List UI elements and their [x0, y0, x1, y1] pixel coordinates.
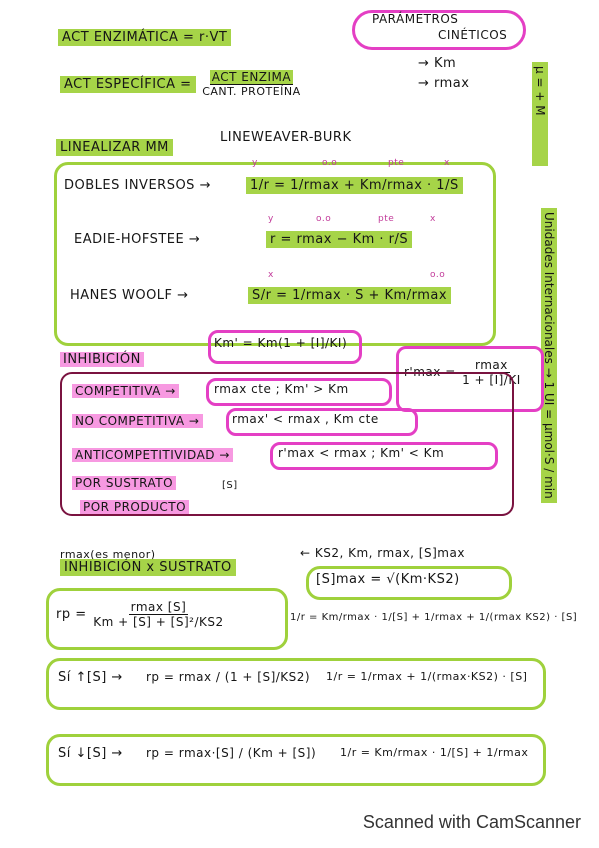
hanes-woolf: HANES WOOLF → [70, 288, 189, 303]
parametros-title-1: PARÁMETROS [372, 12, 459, 26]
low-s-rp: rp = rmax·[S] / (Km + [S]) [146, 746, 317, 760]
label-y-2: y [268, 214, 274, 224]
inhibicion-box [60, 372, 514, 516]
inhibicion-title: INHIBICIÓN [60, 352, 144, 367]
lineweaver-label: LINEWEAVER-BURK [220, 130, 352, 145]
eadie-eq: r = rmax − Km · r/S [266, 231, 413, 248]
parametros-title-2: CINÉTICOS [438, 28, 508, 42]
dobles-inversos: DOBLES INVERSOS → [64, 178, 211, 193]
smax-eq: [S]max = √(Km·KS2) [316, 572, 460, 587]
por-sustrato: POR SUSTRATO [72, 476, 177, 490]
inverse-eq: 1/r = Km/rmax · 1/[S] + 1/rmax + 1/(rmax… [290, 612, 578, 623]
linealizar-box [54, 162, 496, 346]
rmax-prime-box [396, 346, 544, 412]
no-competitiva-box [226, 408, 418, 436]
low-s-label: Sí ↓[S] → [58, 746, 123, 761]
rp-box [46, 588, 288, 650]
no-competitiva: NO COMPETITIVA → [72, 414, 203, 428]
no-competitiva-eq: rmax' < rmax , Km cte [232, 412, 379, 426]
high-s-inverse: 1/r = 1/rmax + 1/(rmax·KS2) · [S] [326, 670, 528, 683]
label-y-1: y [252, 158, 258, 168]
label-pte-1: pte [388, 158, 405, 168]
inhib-sustrato-title: INHIBICIÓN x SUSTRATO [60, 559, 236, 576]
label-x-1: x [444, 158, 450, 168]
param-rmax: → rmax [418, 76, 470, 91]
inhib-sustrato-note: rmax(es menor) [60, 548, 156, 561]
label-pte-2: pte [378, 214, 395, 224]
parametros-box [352, 10, 526, 50]
high-s-rp: rp = rmax / (1 + [S]/KS2) [146, 670, 311, 684]
label-x-3: x [268, 270, 274, 280]
label-x-2: x [430, 214, 436, 224]
por-producto: POR PRODUCTO [80, 500, 190, 514]
unidades-internacionales: Unidades Internacionales → 1 UI = μmol·S… [541, 208, 557, 608]
label-oo-1: o.o [322, 158, 338, 168]
footer-watermark: Scanned with CamScanner [362, 812, 581, 832]
low-s-inverse: 1/r = Km/rmax · 1/[S] + 1/rmax [340, 746, 529, 759]
act-enzimatica: ACT ENZIMÁTICA = r·VT [58, 29, 232, 46]
high-s-label: Sí ↑[S] → [58, 670, 123, 685]
eadie-hofstee: EADIE-HOFSTEE → [74, 232, 201, 247]
anticompetitividad-box [270, 442, 498, 470]
linealizar-title: LINEALIZAR MM [56, 139, 173, 156]
side-unit-note: μ = + M [532, 62, 548, 166]
dobles-eq: 1/r = 1/rmax + Km/rmax · 1/S [246, 177, 463, 194]
param-km: → Km [418, 56, 457, 71]
s-label: [S] [222, 480, 238, 491]
competitiva: COMPETITIVA → [72, 384, 179, 398]
anticompetitividad: ANTICOMPETITIVIDAD → [72, 448, 233, 462]
low-s-box [46, 734, 546, 786]
competitiva-box [206, 378, 392, 406]
label-oo-2: o.o [316, 214, 332, 224]
inhib-sustrato-params: ← KS2, Km, rmax, [S]max [300, 546, 465, 560]
smax-box [306, 566, 512, 600]
km-prime-box [208, 330, 362, 364]
anticompetitividad-eq: r'max < rmax ; Km' < Km [278, 446, 445, 460]
label-oo-3: o.o [430, 270, 446, 280]
high-s-box [46, 658, 546, 710]
competitiva-eq: rmax cte ; Km' > Km [214, 382, 349, 396]
hanes-eq: S/r = 1/rmax · S + Km/rmax [248, 287, 452, 304]
rp-eq: rp = rmax [S]Km + [S] + [S]²/KS2 [56, 600, 224, 629]
km-prime-eq: Km' = Km(1 + [I]/KI) [214, 336, 348, 350]
